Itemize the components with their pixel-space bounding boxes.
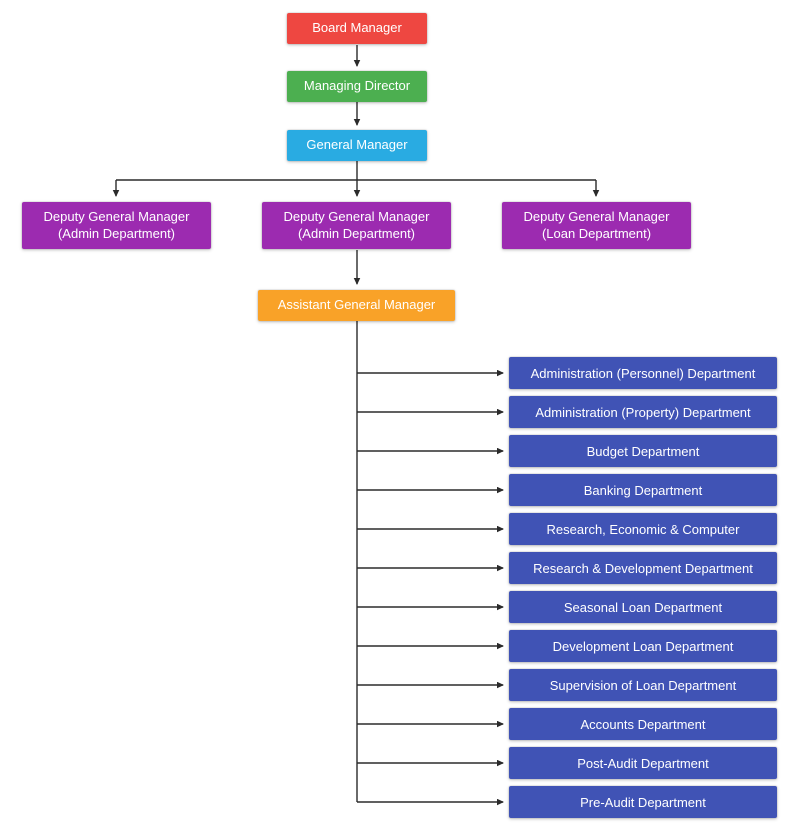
node-label: Pre-Audit Department	[580, 794, 706, 810]
node-subtitle: (Loan Department)	[541, 225, 652, 241]
node-title: Deputy General Manager	[523, 209, 670, 225]
node-general-manager: General Manager	[287, 130, 427, 161]
node-department: Seasonal Loan Department	[509, 591, 777, 623]
node-label: Research, Economic & Computer	[546, 521, 740, 537]
node-department: Supervision of Loan Department	[509, 669, 777, 701]
node-label: Research & Development Department	[533, 560, 753, 576]
node-department: Pre-Audit Department	[509, 786, 777, 818]
node-title: Deputy General Manager	[43, 209, 190, 225]
node-label: Seasonal Loan Department	[563, 599, 723, 615]
node-subtitle: (Admin Department)	[57, 225, 176, 241]
node-label: Post-Audit Department	[577, 755, 709, 771]
node-label: Administration (Personnel) Department	[530, 365, 756, 381]
node-title: Deputy General Manager	[283, 209, 430, 225]
node-deputy-general-manager-admin-1: Deputy General Manager (Admin Department…	[22, 202, 211, 249]
node-label: Administration (Property) Department	[535, 404, 751, 420]
node-department: Banking Department	[509, 474, 777, 506]
department-list: Administration (Personnel) Department Ad…	[509, 357, 777, 818]
node-deputy-general-manager-admin-2: Deputy General Manager (Admin Department…	[262, 202, 451, 249]
node-department: Accounts Department	[509, 708, 777, 740]
node-department: Post-Audit Department	[509, 747, 777, 779]
node-managing-director: Managing Director	[287, 71, 427, 102]
node-label: Budget Department	[586, 443, 700, 459]
node-department: Administration (Personnel) Department	[509, 357, 777, 389]
node-label: Banking Department	[583, 482, 703, 498]
node-label: Assistant General Manager	[277, 297, 436, 313]
node-label: Board Manager	[312, 20, 402, 36]
node-deputy-general-manager-loan: Deputy General Manager (Loan Department)	[502, 202, 691, 249]
node-department: Research, Economic & Computer	[509, 513, 777, 545]
node-subtitle: (Admin Department)	[297, 225, 416, 241]
node-department: Administration (Property) Department	[509, 396, 777, 428]
node-department: Research & Development Department	[509, 552, 777, 584]
node-label: Development Loan Department	[552, 638, 734, 654]
node-department: Budget Department	[509, 435, 777, 467]
node-assistant-general-manager: Assistant General Manager	[258, 290, 455, 321]
node-department: Development Loan Department	[509, 630, 777, 662]
node-board-manager: Board Manager	[287, 13, 427, 44]
node-label: General Manager	[306, 137, 408, 153]
node-label: Supervision of Loan Department	[549, 677, 737, 693]
node-label: Managing Director	[303, 78, 411, 94]
node-label: Accounts Department	[580, 716, 706, 732]
